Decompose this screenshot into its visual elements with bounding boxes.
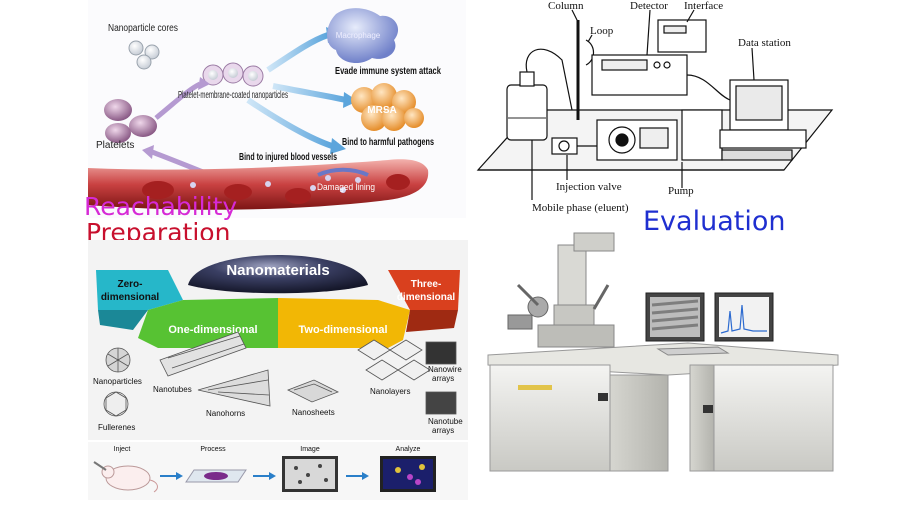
three-label-bottom: dimensional (397, 292, 456, 303)
nanowire-label-bottom: arrays (432, 374, 454, 383)
pump-label: Pump (668, 185, 694, 197)
nanotube-arrays-label-bottom: arrays (432, 426, 454, 435)
nanotube-arrays-label-top: Nanotube (428, 417, 463, 426)
loop-label: Loop (590, 25, 614, 37)
one-label: One-dimensional (168, 324, 257, 336)
mobile-phase-label: Mobile phase (eluent) (532, 202, 629, 214)
nanolayer-icon (357, 339, 431, 381)
mouse-icon (93, 461, 158, 493)
nanoparticles-label: Nanoparticles (93, 377, 142, 386)
fullerenes-label: Fullerenes (98, 423, 135, 432)
three-dimensional-wedge (388, 270, 460, 310)
damaged-label: Damaged lining (317, 182, 375, 192)
image-label: Image (300, 446, 320, 453)
workflow-strip: Inject Process Image Analyze (88, 442, 468, 500)
interface-icon (657, 19, 707, 53)
nanohorn-icon (197, 369, 271, 407)
coated-particle-icon (202, 62, 264, 87)
zero-label-bottom: dimensional (101, 292, 160, 303)
nanosheets-label: Nanosheets (292, 408, 335, 417)
nanolayers-label: Nanolayers (370, 387, 410, 396)
nanotubes-label: Nanotubes (153, 385, 192, 394)
data-station-label: Data station (738, 37, 791, 49)
zero-label-top: Zero- (118, 279, 143, 290)
macrophage-icon (327, 8, 399, 64)
nanosheet-icon (287, 379, 339, 403)
nanowire-array-icon (425, 341, 457, 365)
nanomaterials-title: Nanomaterials (226, 262, 329, 279)
hplc-panel: Column Loop Detector Interface Data stat… (472, 0, 842, 218)
platelets-label: Platelets (96, 140, 134, 151)
nanomaterials-dome (188, 255, 368, 294)
eluent-bottle-icon (506, 84, 548, 141)
left-cabinet (489, 364, 611, 472)
right-cabinet (712, 364, 834, 472)
analyze-label: Analyze (396, 446, 421, 453)
nanohorns-label: Nanohorns (206, 409, 245, 418)
two-dimensional-wedge (278, 298, 410, 348)
nanomaterials-diagram: Nanomaterials Zero- dimensional One-dime… (93, 255, 463, 435)
fullerene-icon (103, 391, 129, 417)
nanowire-label-top: Nanowire (428, 365, 462, 374)
blood-vessel-icon (88, 159, 429, 210)
sem-column-icon (557, 244, 587, 306)
column-label: Column (548, 0, 584, 12)
three-label-top: Three- (411, 279, 442, 290)
interface-label: Interface (684, 0, 723, 12)
evaluation-label: Evaluation (643, 206, 786, 237)
platelet-icon (104, 99, 132, 121)
bind-vessels-label: Bind to injured blood vessels (239, 152, 337, 163)
detector-label: Detector (630, 0, 668, 12)
evade-label: Evade immune system attack (335, 66, 441, 77)
nanotube-array-icon (425, 391, 457, 415)
cores-label: Nanoparticle cores (108, 23, 178, 34)
bind-pathogens-label: Bind to harmful pathogens (342, 137, 434, 148)
injection-valve-label: Injection valve (556, 181, 622, 193)
electron-microscope-panel (478, 225, 846, 493)
reachability-label: Reachability (84, 192, 238, 221)
platelet-illustration: Nanoparticle cores Platelets Platelet-me… (88, 8, 441, 210)
zero-dimensional-wedge (96, 270, 183, 310)
process-label: Process (200, 446, 226, 453)
two-label: Two-dimensional (298, 324, 387, 336)
core-particle-icon (128, 40, 144, 56)
macrophage-label: Macrophage (336, 31, 381, 40)
workflow-diagram: Inject Process Image Analyze (93, 446, 436, 493)
nanomaterials-panel: Nanomaterials Zero- dimensional One-dime… (88, 240, 468, 440)
platelet-nanoparticle-panel: Nanoparticle cores Platelets Platelet-me… (88, 0, 466, 218)
coated-label: Platelet-membrane-coated nanoparticles (178, 90, 288, 101)
mrsa-icon (351, 83, 424, 131)
inject-label: Inject (114, 446, 131, 453)
one-dimensional-wedge (138, 298, 278, 348)
sem-illustration (487, 232, 839, 472)
mrsa-label: MRSA (367, 105, 396, 116)
syringe-icon (93, 461, 107, 471)
hplc-schematic: Column Loop Detector Interface Data stat… (476, 0, 834, 214)
